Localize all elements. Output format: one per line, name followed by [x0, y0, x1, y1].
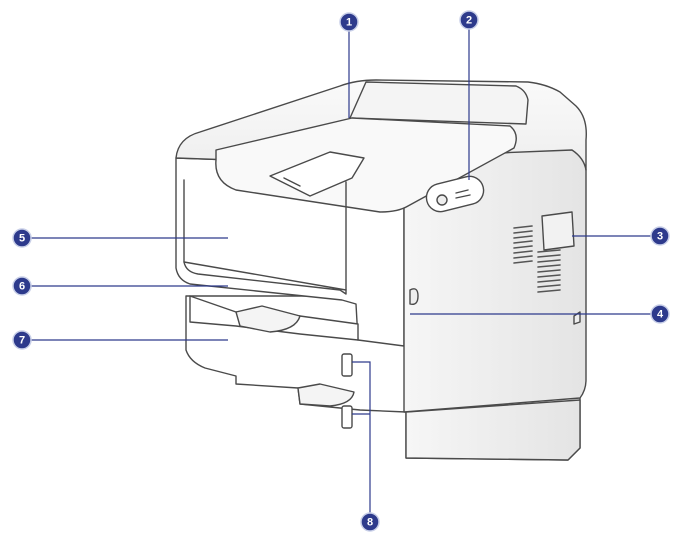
side-vent-grille [513, 225, 561, 293]
paper-output-slot [349, 81, 529, 125]
callout-7-number: 7 [19, 335, 25, 347]
optional-tray-right-side [405, 399, 581, 461]
bottom-side-notch [573, 311, 581, 325]
callout-5-circle [12, 228, 32, 248]
callout-3: 3 [650, 226, 670, 246]
callout-2-circle [459, 10, 479, 30]
callout-4-circle [650, 304, 670, 324]
callout-1: 1 [339, 12, 359, 32]
manual-tray-seam [183, 261, 347, 291]
callout-8-circle [360, 512, 380, 532]
control-board-cover [541, 211, 575, 251]
tray2-handle[interactable] [297, 383, 355, 407]
paper-support [269, 151, 365, 197]
callout-7-circle [12, 330, 32, 350]
callout-8-number: 8 [367, 517, 373, 529]
tray1-handle[interactable] [235, 305, 301, 333]
front-cover-seam [183, 179, 347, 295]
leader-line-8 [352, 361, 371, 522]
callout-8: 8 [360, 512, 380, 532]
callout-3-number: 3 [657, 231, 663, 243]
callout-4-number: 4 [657, 309, 664, 321]
callout-6-circle [12, 276, 32, 296]
status-led [436, 194, 448, 206]
leader-lines [22, 20, 660, 522]
callout-5: 5 [12, 228, 32, 248]
callout-1-number: 1 [346, 17, 352, 29]
callout-5-number: 5 [19, 233, 25, 245]
callout-4: 4 [650, 304, 670, 324]
output-tray-recess [215, 117, 517, 213]
side-handle[interactable] [409, 288, 419, 306]
callout-6-number: 6 [19, 281, 25, 293]
callout-1-circle [339, 12, 359, 32]
paper-level-indicator-tray1 [341, 353, 353, 377]
callout-2-number: 2 [466, 15, 472, 27]
callout-2: 2 [459, 10, 479, 30]
paper-level-indicator-tray2 [341, 405, 353, 429]
callout-7: 7 [12, 330, 32, 350]
callout-badges: 1 2 3 4 5 6 7 8 [12, 10, 670, 532]
callout-3-circle [650, 226, 670, 246]
callout-6: 6 [12, 276, 32, 296]
